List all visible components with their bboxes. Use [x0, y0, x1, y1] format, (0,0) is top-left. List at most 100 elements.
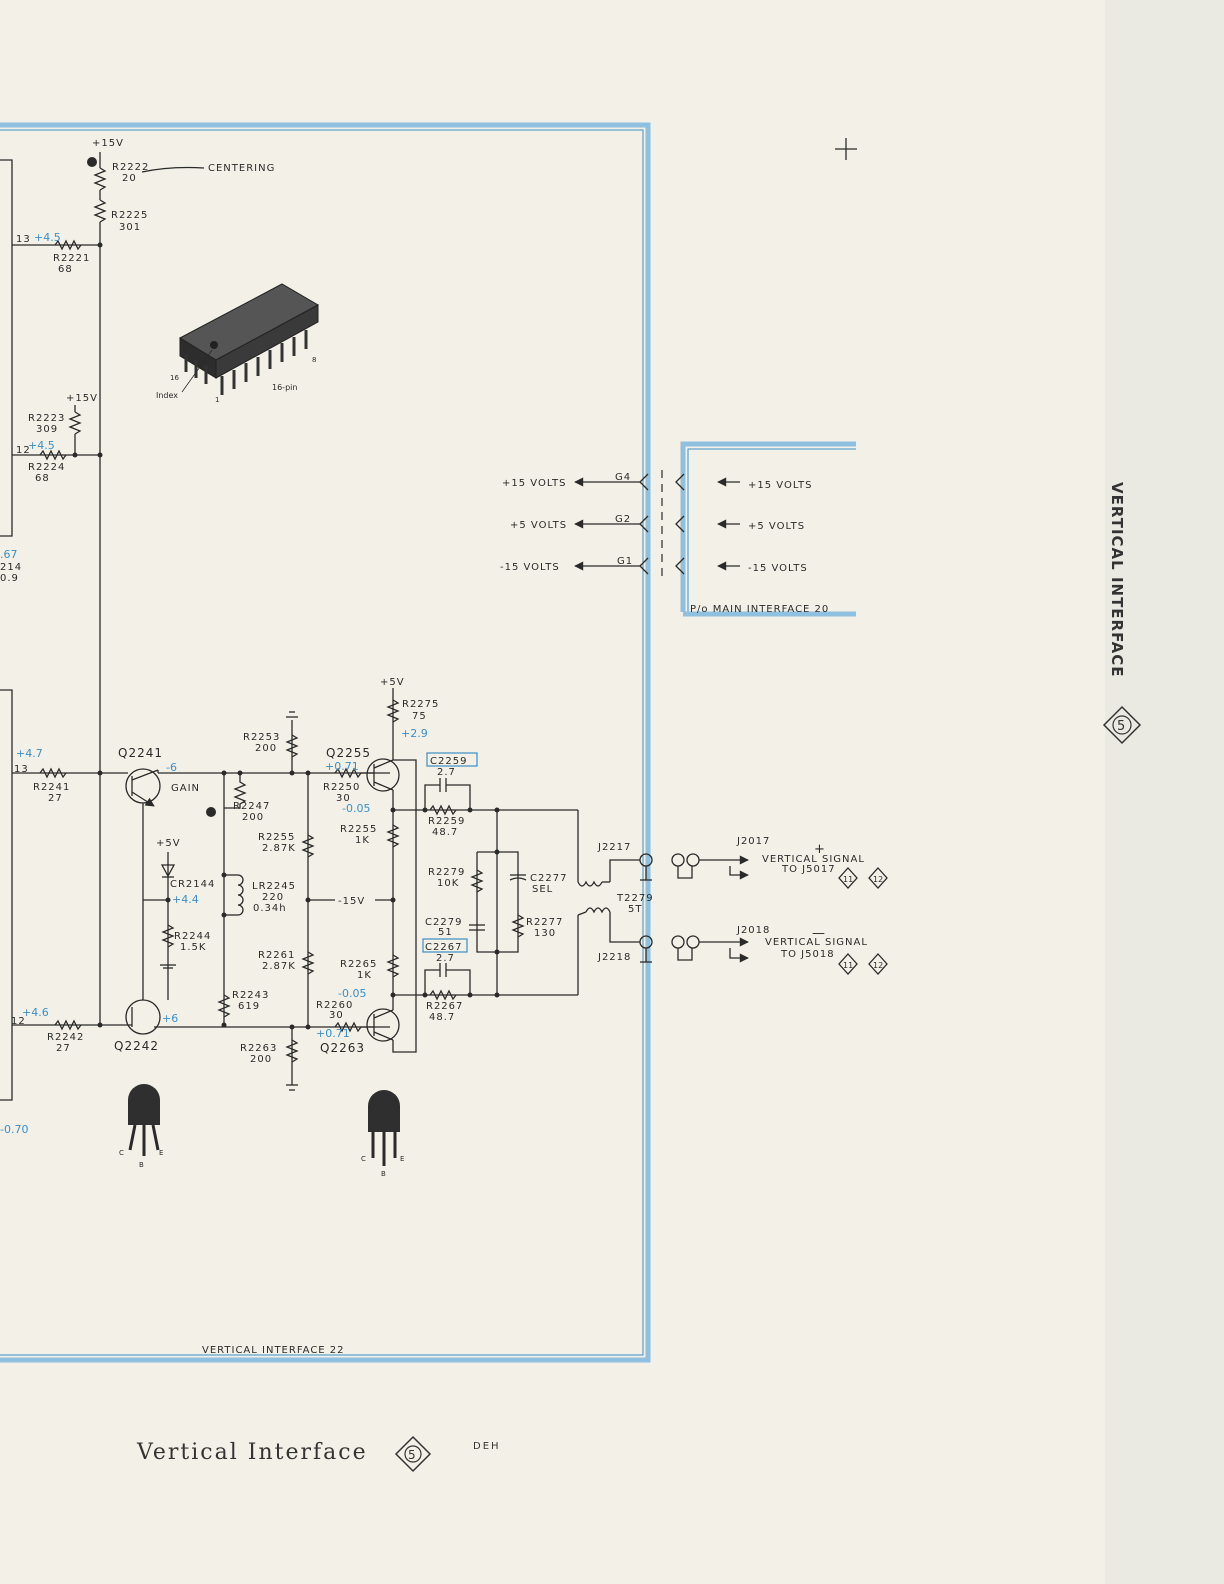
top-section-wiring [12, 152, 205, 1025]
top-supply-label: +15V [92, 138, 124, 149]
q2255-label: Q2255 [326, 746, 371, 760]
bottom-title: Vertical Interface [137, 1440, 368, 1465]
edge-value-b: 214 [0, 562, 22, 573]
gain-label: GAIN [171, 783, 200, 794]
r2250-label: R2250 [323, 782, 360, 793]
r2241-label: R2241 [33, 782, 70, 793]
ic-pin1-label: 1 [215, 396, 219, 404]
r2222-value: 20 [122, 173, 137, 184]
r2260-value: 30 [329, 1010, 344, 1021]
r2255a-value: 2.87K [262, 843, 296, 854]
lr2245-value: 220 [262, 892, 284, 903]
r2243-value: 619 [238, 1001, 260, 1012]
frame-label: VERTICAL INTERFACE 22 [202, 1345, 345, 1356]
diamond-11b: 11 [843, 961, 853, 970]
v-4-5a: +4.5 [34, 231, 61, 244]
minus15-volts-left: -15 VOLTS [500, 562, 560, 573]
r2279-value: 10K [437, 878, 459, 889]
plus15-volts-right: +15 VOLTS [748, 480, 812, 491]
registration-mark [835, 138, 857, 160]
v-0-71b: +0.71 [316, 1027, 350, 1040]
j2017-label: J2017 [736, 836, 770, 847]
supply-5a-label: +5V [156, 838, 181, 849]
lr2245-inductance: 0.34h [253, 903, 287, 914]
tr1-e: E [159, 1149, 164, 1157]
v-minus0-05a: -0.05 [342, 802, 370, 815]
c2259-value: 2.7 [437, 767, 456, 778]
pin13a-label: 13 [16, 234, 31, 245]
r2259-value: 48.7 [432, 827, 458, 838]
amplifier-wiring [12, 688, 888, 1091]
c2267-highlight-box [422, 938, 468, 953]
r2267-value: 48.7 [429, 1012, 455, 1023]
r2247-value: 200 [242, 812, 264, 823]
to-j5018: TO J5018 [780, 949, 835, 960]
t2279-label: T2279 [616, 893, 654, 904]
c2279-label: C2279 [425, 917, 462, 928]
j2018-label: J2018 [736, 925, 770, 936]
c2277-label: C2277 [530, 873, 567, 884]
tr2-b: B [381, 1170, 387, 1178]
r2250-value: 30 [336, 793, 351, 804]
r2255a-label: R2255 [258, 832, 295, 843]
main-interface-label: P/o MAIN INTERFACE 20 [690, 604, 829, 615]
r2223-label: R2223 [28, 413, 65, 424]
v-minus6: -6 [166, 761, 177, 774]
transistor-illustrations [128, 1084, 400, 1166]
edge-value-a: .67 [0, 548, 18, 561]
r2263-value: 200 [250, 1054, 272, 1065]
to-j5017: TO J5017 [781, 864, 836, 875]
r2259-label: R2259 [428, 816, 465, 827]
r2243-label: R2243 [232, 990, 269, 1001]
supply-5b-label: +5V [380, 677, 405, 688]
minus15v-label: -15V [338, 896, 365, 907]
r2261-value: 2.87K [262, 961, 296, 972]
centering-label: CENTERING [208, 163, 275, 174]
c2267-label: C2267 [425, 942, 462, 953]
side-diamond-number: 5 [1117, 719, 1125, 734]
side-diamond [1102, 705, 1142, 745]
r2263-label: R2263 [240, 1043, 277, 1054]
r2225-label: R2225 [111, 210, 148, 221]
r2224-label: R2224 [28, 462, 65, 473]
c2279-value: 51 [438, 927, 453, 938]
diamond-11a: 11 [843, 875, 853, 884]
left-ic-boxes [0, 159, 13, 1101]
bottom-diamond-number: 5 [408, 1448, 416, 1462]
bottom-diamond [394, 1435, 432, 1473]
r2225-value: 301 [119, 222, 141, 233]
r2224-value: 68 [35, 473, 50, 484]
pin12b-label: 12 [11, 1016, 26, 1027]
r2255b-value: 1K [355, 835, 370, 846]
diamond-12a: 12 [873, 875, 883, 884]
q2242-label: Q2242 [114, 1039, 159, 1053]
tr2-c: C [361, 1155, 367, 1163]
r2261-label: R2261 [258, 950, 295, 961]
initials: DEH [473, 1441, 501, 1452]
r2255b-label: R2255 [340, 824, 377, 835]
r2244-label: R2244 [174, 931, 211, 942]
c2267-value: 2.7 [436, 953, 455, 964]
r2222-label: R2222 [112, 162, 149, 173]
c2259-label: C2259 [430, 756, 467, 767]
v-6: +6 [162, 1012, 178, 1025]
ic-package-label: 16-pin [272, 383, 297, 392]
pin12a-label: 12 [16, 445, 31, 456]
j2217-label: J2217 [597, 842, 631, 853]
tr2-e: E [400, 1155, 405, 1163]
vertical-signal-1: VERTICAL SIGNAL [762, 854, 865, 865]
r2241-value: 27 [48, 793, 63, 804]
lr2245-label: LR2245 [252, 881, 296, 892]
r2253-label: R2253 [243, 732, 280, 743]
r2242-label: R2242 [47, 1032, 84, 1043]
v-minus0-05b: -0.05 [338, 987, 366, 1000]
c2277-value: SEL [532, 884, 553, 895]
v-4-4: +4.4 [172, 893, 199, 906]
ic-pin16-label: 16 [170, 374, 179, 382]
v-4-6: +4.6 [22, 1006, 49, 1019]
r2221-value: 68 [58, 264, 73, 275]
supply-15b-label: +15V [66, 393, 98, 404]
q2241-label: Q2241 [118, 746, 163, 760]
t2279-value: 5T [628, 904, 642, 915]
